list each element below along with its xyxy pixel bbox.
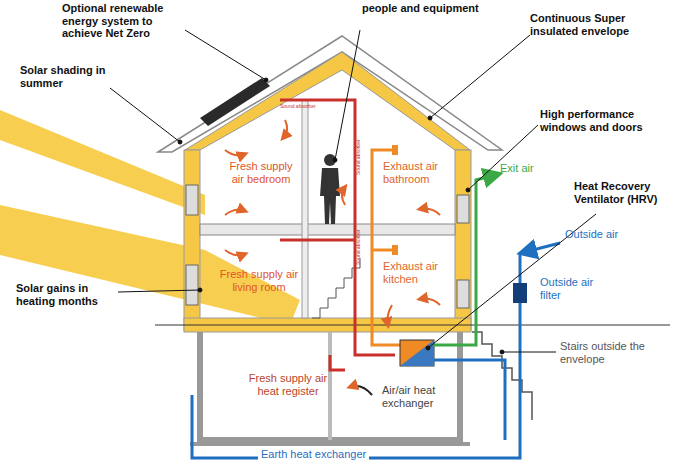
callout-label: Fresh supply air bedroom	[222, 160, 300, 185]
callout-label: Stairs outside the envelope	[560, 340, 672, 365]
callout-label: Outside air	[565, 228, 645, 241]
callout-label: Exhaust air bathroom	[383, 160, 451, 185]
callout-label: Fresh supply air living room	[218, 268, 300, 293]
callout-label: Air/air heat exchanger	[382, 384, 454, 409]
component-note: Sound absorber	[280, 104, 330, 110]
callout-label: Solar shading in summer	[20, 64, 130, 89]
callout-label: Optional renewable energy system to achi…	[62, 2, 187, 40]
callout-label: Earth heat exchanger	[258, 448, 369, 461]
callout-label: Continuous Super insulated envelope	[530, 12, 670, 37]
callout-label: High performance windows and doors	[540, 108, 672, 133]
callout-label: Fresh supply air heat register	[248, 372, 328, 397]
component-note: Sound absorber	[356, 215, 362, 265]
callout-label: Outside air filter	[540, 276, 600, 301]
callout-label: people and equipment	[362, 2, 492, 15]
callout-label: Heat Recovery Ventilator (HRV)	[574, 180, 674, 205]
component-note: Sound absorber	[356, 125, 362, 175]
callout-label: Exit air	[500, 162, 550, 175]
callout-label: Exhaust air kitchen	[383, 260, 451, 285]
callout-label: Solar gains in heating months	[16, 282, 120, 307]
